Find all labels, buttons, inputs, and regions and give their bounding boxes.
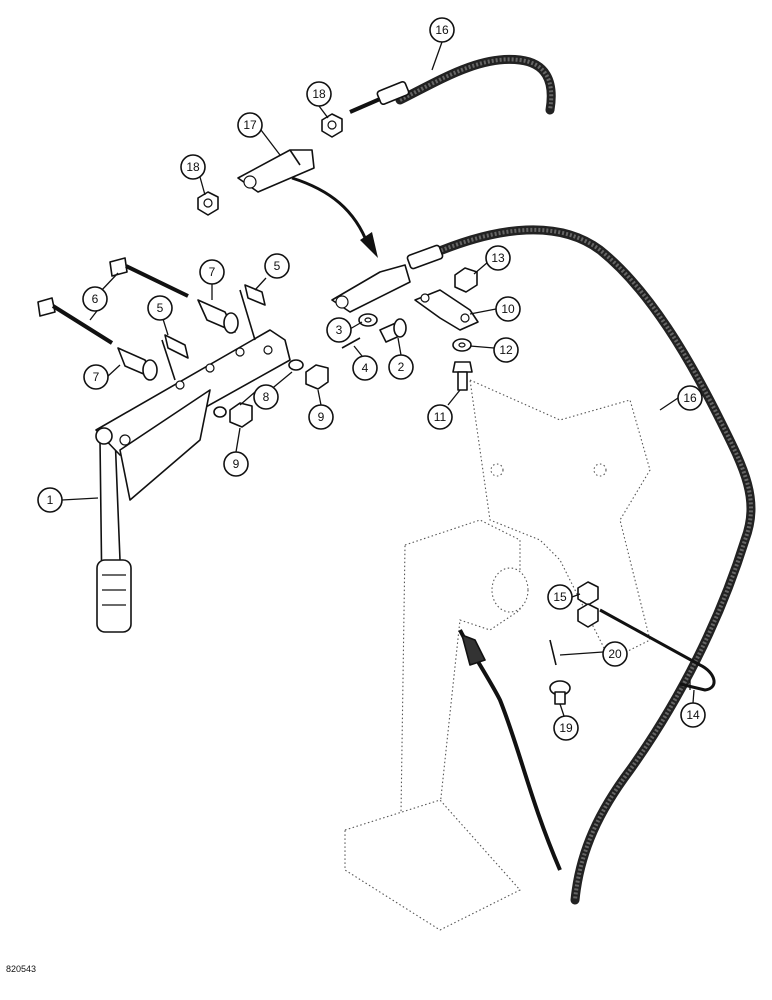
callout-label: 17 bbox=[243, 118, 257, 132]
mount-bracket bbox=[469, 379, 651, 661]
callout-10: 10 bbox=[495, 296, 521, 322]
pin-19 bbox=[549, 680, 571, 705]
callout-label: 5 bbox=[157, 301, 164, 315]
callout-label: 16 bbox=[683, 391, 697, 405]
callout-16-top: 16 bbox=[429, 17, 455, 43]
callout-9-right: 9 bbox=[308, 404, 334, 430]
callout-label: 4 bbox=[362, 361, 369, 375]
callout-5-upper: 5 bbox=[264, 253, 290, 279]
callout-label: 18 bbox=[312, 87, 326, 101]
callout-15: 15 bbox=[547, 584, 573, 610]
callout-label: 15 bbox=[553, 590, 567, 604]
leader-lines bbox=[61, 41, 695, 717]
nut-13 bbox=[454, 267, 478, 293]
callout-label: 6 bbox=[92, 292, 99, 306]
callout-6: 6 bbox=[82, 286, 108, 312]
left-nut-18 bbox=[197, 191, 219, 216]
callout-label: 20 bbox=[608, 647, 622, 661]
washer-12 bbox=[452, 338, 472, 352]
bushing-7-lower bbox=[117, 347, 158, 381]
clevis-17 bbox=[237, 149, 315, 193]
cotter-20 bbox=[549, 639, 557, 666]
callout-8: 8 bbox=[253, 384, 279, 410]
spacer-5-lower bbox=[161, 334, 189, 381]
callout-14: 14 bbox=[680, 702, 706, 728]
clevis-assembled bbox=[331, 264, 411, 313]
u-bolt-14 bbox=[599, 608, 716, 692]
figure-id: 820543 bbox=[6, 964, 37, 974]
bushing-7-upper bbox=[197, 299, 239, 334]
cotter-pin-4 bbox=[341, 337, 361, 349]
nut-9-left bbox=[229, 402, 253, 428]
bolt-6-lower bbox=[37, 297, 114, 345]
callout-label: 19 bbox=[559, 721, 573, 735]
callout-label: 8 bbox=[263, 390, 270, 404]
callout-label: 1 bbox=[47, 493, 54, 507]
callout-13: 13 bbox=[485, 245, 511, 271]
callout-4: 4 bbox=[352, 355, 378, 381]
callout-7-upper: 7 bbox=[199, 259, 225, 285]
callout-label: 7 bbox=[209, 265, 216, 279]
nut-9-right bbox=[305, 364, 329, 390]
callout-label: 18 bbox=[186, 160, 200, 174]
bolt-6-upper bbox=[109, 257, 189, 298]
callout-9-left: 9 bbox=[223, 451, 249, 477]
callout-16-right: 16 bbox=[677, 385, 703, 411]
callout-3: 3 bbox=[326, 317, 352, 343]
callout-5-lower: 5 bbox=[147, 295, 173, 321]
pedal-assembly bbox=[344, 519, 562, 931]
callout-label: 3 bbox=[336, 323, 343, 337]
lever-assembly-1 bbox=[95, 329, 291, 633]
upper-nut-18 bbox=[321, 113, 343, 138]
callout-18-left: 18 bbox=[180, 154, 206, 180]
nuts-15 bbox=[577, 581, 599, 628]
callout-12: 12 bbox=[493, 337, 519, 363]
callout-17: 17 bbox=[237, 112, 263, 138]
callout-label: 5 bbox=[274, 259, 281, 273]
callout-label: 16 bbox=[435, 23, 449, 37]
callout-1: 1 bbox=[37, 487, 63, 513]
callout-label: 12 bbox=[499, 343, 513, 357]
callout-label: 2 bbox=[398, 360, 405, 374]
callout-label: 11 bbox=[434, 410, 447, 424]
callout-7-lower: 7 bbox=[83, 364, 109, 390]
cable-main bbox=[406, 225, 756, 905]
callout-label: 13 bbox=[491, 251, 505, 265]
callout-label: 9 bbox=[233, 457, 240, 471]
bracket-10 bbox=[414, 289, 479, 331]
callout-label: 9 bbox=[318, 410, 325, 424]
pin-2 bbox=[379, 318, 407, 343]
callout-2: 2 bbox=[388, 354, 414, 380]
callout-11: 11 bbox=[427, 404, 453, 430]
callout-label: 14 bbox=[686, 708, 700, 722]
callout-18-top: 18 bbox=[306, 81, 332, 107]
washer-3 bbox=[358, 313, 378, 327]
spacer-5-upper bbox=[239, 284, 266, 341]
washer-8 bbox=[288, 359, 304, 371]
callout-20: 20 bbox=[602, 641, 628, 667]
assembly-arrow bbox=[291, 176, 378, 258]
callout-19: 19 bbox=[553, 715, 579, 741]
bolt-11 bbox=[452, 361, 473, 391]
washer-8-left bbox=[213, 406, 227, 418]
callout-label: 10 bbox=[501, 302, 515, 316]
cable-upper bbox=[349, 54, 556, 115]
callout-label: 7 bbox=[93, 370, 100, 384]
